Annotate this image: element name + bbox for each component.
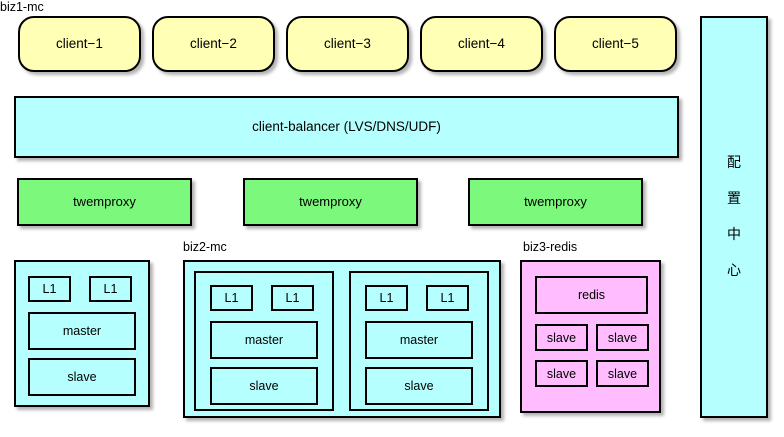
- biz2-shard-1-slave-node[interactable]: slave: [210, 367, 318, 405]
- biz3-redis-slave-node-3[interactable]: slave: [535, 360, 588, 387]
- client-balancer-node[interactable]: client-balancer (LVS/DNS/UDF): [14, 96, 679, 158]
- biz3-redis-slave-node-2-label: slave: [607, 330, 638, 345]
- biz3-redis-slave-node-1[interactable]: slave: [535, 324, 588, 351]
- biz2-shard-1-l1-node-a[interactable]: L1: [210, 285, 253, 311]
- biz2-shard-2-l1-node-a[interactable]: L1: [365, 285, 408, 311]
- client-node-5-label: client−5: [592, 35, 639, 51]
- twemproxy-node-3-label: twemproxy: [524, 193, 587, 209]
- biz1-l1-node-a-label: L1: [42, 282, 57, 296]
- client-node-3-label: client−3: [324, 35, 371, 51]
- client-node-2[interactable]: client−2: [152, 16, 275, 72]
- biz2-shard-1-l1-node-a-label: L1: [224, 291, 239, 305]
- twemproxy-node-3[interactable]: twemproxy: [468, 178, 643, 226]
- biz1-l1-node-b-label: L1: [103, 282, 118, 296]
- twemproxy-node-1-label: twemproxy: [73, 193, 136, 209]
- biz2-shard-2-slave-node-label: slave: [404, 379, 434, 393]
- biz1-master-node-label: master: [62, 324, 102, 338]
- twemproxy-node-1[interactable]: twemproxy: [17, 178, 192, 226]
- config-center-char-4: 心: [727, 263, 741, 279]
- config-center-char-2: 置: [727, 191, 741, 207]
- client-node-2-label: client−2: [190, 35, 237, 51]
- biz3-redis-slave-node-4-label: slave: [607, 366, 638, 381]
- client-node-1[interactable]: client−1: [18, 16, 141, 72]
- client-node-4-label: client−4: [458, 35, 505, 51]
- biz2-shard-1-slave-node-label: slave: [249, 379, 279, 393]
- biz3-redis-group-label: biz3-redis: [523, 240, 578, 254]
- biz1-mc-group[interactable]: L1 L1 master slave: [14, 260, 150, 407]
- client-node-4[interactable]: client−4: [420, 16, 543, 72]
- biz1-master-node[interactable]: master: [28, 312, 136, 350]
- biz2-shard-1-master-node-label: master: [244, 333, 284, 347]
- config-center-char-1: 配: [727, 155, 741, 171]
- client-node-1-label: client−1: [56, 35, 103, 51]
- biz3-redis-primary-node[interactable]: redis: [535, 276, 648, 314]
- biz2-shard-2-l1-node-b-label: L1: [440, 291, 455, 305]
- biz2-shard-2-master-node-label: master: [399, 333, 439, 347]
- biz2-shard-1-master-node[interactable]: master: [210, 321, 318, 359]
- biz1-l1-node-b[interactable]: L1: [89, 276, 132, 302]
- biz2-shard-2-l1-node-b[interactable]: L1: [426, 285, 469, 311]
- biz2-shard-1[interactable]: L1 L1 master slave: [194, 271, 334, 411]
- biz3-redis-slave-node-2[interactable]: slave: [596, 324, 649, 351]
- biz3-redis-primary-node-label: redis: [577, 288, 606, 302]
- client-node-3[interactable]: client−3: [286, 16, 409, 72]
- config-center-panel[interactable]: 配 置 中 心: [700, 16, 768, 418]
- biz2-shard-2-slave-node[interactable]: slave: [365, 367, 473, 405]
- biz1-l1-node-a[interactable]: L1: [28, 276, 71, 302]
- biz1-slave-node-label: slave: [67, 370, 97, 384]
- biz2-shard-2-l1-node-a-label: L1: [379, 291, 394, 305]
- biz3-redis-group[interactable]: redis slave slave slave slave: [520, 260, 661, 413]
- biz2-shard-2[interactable]: L1 L1 master slave: [349, 271, 489, 411]
- config-center-char-3: 中: [727, 227, 741, 243]
- biz1-mc-group-label: biz1-mc: [0, 0, 44, 14]
- biz2-shard-2-master-node[interactable]: master: [365, 321, 473, 359]
- biz2-mc-group-label: biz2-mc: [183, 240, 227, 254]
- biz1-slave-node[interactable]: slave: [28, 358, 136, 396]
- biz2-shard-1-l1-node-b[interactable]: L1: [271, 285, 314, 311]
- client-node-5[interactable]: client−5: [554, 16, 677, 72]
- twemproxy-node-2[interactable]: twemproxy: [243, 178, 418, 226]
- biz2-mc-group[interactable]: L1 L1 master slave L1 L1 master sla: [183, 260, 501, 418]
- twemproxy-node-2-label: twemproxy: [299, 193, 362, 209]
- biz3-redis-slave-node-1-label: slave: [546, 330, 577, 345]
- client-balancer-label: client-balancer (LVS/DNS/UDF): [252, 118, 441, 134]
- biz2-shard-1-l1-node-b-label: L1: [285, 291, 300, 305]
- biz3-redis-slave-node-4[interactable]: slave: [596, 360, 649, 387]
- biz3-redis-slave-node-3-label: slave: [546, 366, 577, 381]
